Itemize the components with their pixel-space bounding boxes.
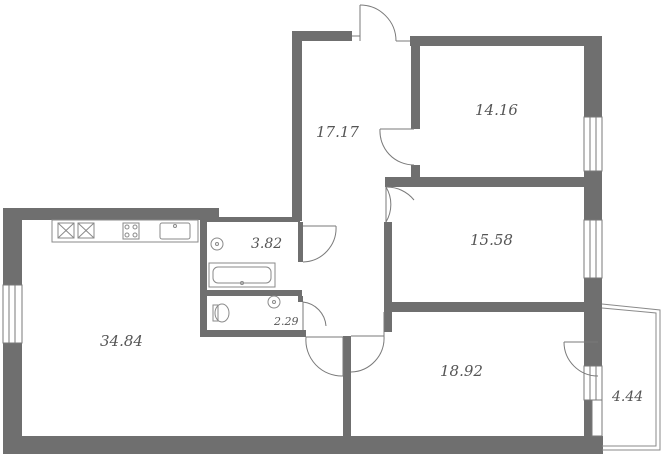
wall-bath-divider (200, 290, 302, 296)
wall-bedroom-divider-1 (385, 177, 602, 187)
wall-hall-top (292, 31, 352, 41)
area-living-kitchen: 34.84 (100, 332, 143, 350)
window-bedroom-top (583, 116, 603, 172)
window-bedroom-middle (583, 219, 603, 279)
wall-column (207, 208, 219, 222)
toilet-sink-icon (267, 295, 281, 309)
wall-bath-bottom (200, 330, 306, 337)
bath-sink-icon (210, 237, 224, 251)
kitchen-sink-icon (159, 222, 191, 240)
doors (302, 4, 599, 377)
wall-hall-bedroom-stub (411, 165, 420, 177)
cabinet-1-icon (57, 222, 75, 239)
balcony-outline (601, 303, 661, 451)
fixtures (51, 219, 281, 323)
window-balcony-door (591, 399, 603, 437)
bathtub-icon (208, 262, 276, 288)
area-balcony: 4.44 (611, 389, 643, 405)
wall-bath-left (200, 217, 207, 337)
wall-top-bedroom-top (410, 36, 602, 46)
stove-icon (122, 222, 140, 240)
wall-top-living (3, 208, 219, 220)
wall-bottom (3, 436, 603, 454)
wall-middle-bedroom-left (384, 222, 392, 332)
window-bedroom-bottom (583, 365, 603, 401)
area-bedroom-bottom: 18.92 (440, 362, 483, 380)
wall-bottom-bedroom-left (343, 336, 351, 436)
wall-toilet-right (298, 296, 303, 302)
balcony (601, 303, 661, 451)
window-living (2, 284, 23, 344)
wall-hall-bedroom-upper (411, 36, 420, 129)
area-toilet: 2.29 (273, 315, 299, 328)
windows (2, 116, 603, 437)
area-bedroom-top: 14.16 (475, 101, 518, 119)
walls (3, 31, 603, 454)
area-bathroom: 3.82 (251, 236, 282, 252)
wall-hall-left (292, 31, 302, 221)
toilet-icon (214, 303, 230, 323)
kitchen-counter (51, 219, 199, 243)
wall-bath-right (298, 222, 303, 262)
wall-bedroom-divider-2 (384, 302, 602, 312)
wall-bath-top (200, 217, 300, 222)
area-labels: 17.17 14.16 15.58 3.82 2.29 34.84 18.92 … (100, 101, 643, 405)
area-bedroom-middle: 15.58 (470, 231, 513, 249)
cabinet-2-icon (77, 222, 95, 239)
area-hall: 17.17 (316, 123, 359, 141)
